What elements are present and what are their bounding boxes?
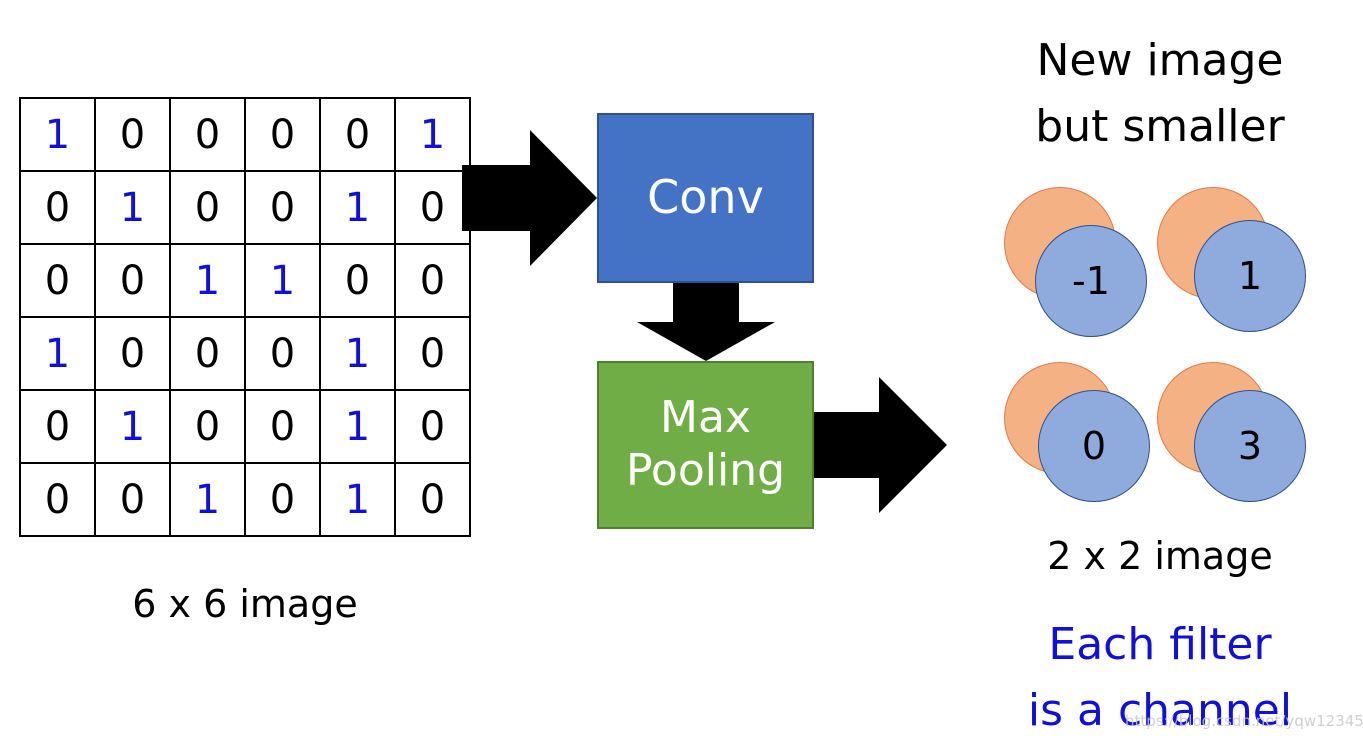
grid-cell: 1 [319, 462, 396, 537]
output-value-4: 3 [1237, 424, 1263, 468]
conv-box: Conv [597, 113, 814, 283]
grid-cell: 1 [169, 243, 246, 318]
channel-front-circle-1: -1 [1035, 225, 1147, 337]
conv-label: Conv [647, 170, 764, 225]
grid-cell: 0 [94, 316, 171, 391]
output-value-2: 1 [1237, 254, 1263, 298]
grid-cell: 0 [244, 462, 321, 537]
channel-front-circle-2: 1 [1194, 220, 1306, 332]
pooling-label-line1: Max [660, 392, 751, 444]
pooling-label-line2: Pooling [625, 445, 786, 496]
output-title-line1: New image [1036, 35, 1284, 86]
grid-cell: 1 [319, 316, 396, 391]
output-caption: 2 x 2 image [1047, 534, 1273, 578]
channel-front-circle-3: 0 [1038, 390, 1150, 502]
grid-cell: 0 [169, 170, 246, 245]
channel-note: Each filter is a channel [985, 612, 1335, 744]
grid-cell: 0 [244, 316, 321, 391]
grid-cell: 0 [244, 170, 321, 245]
output-title-line2: but smaller [1035, 101, 1285, 152]
grid-cell: 1 [394, 97, 471, 172]
grid-cell: 0 [94, 243, 171, 318]
arrow-to-output [811, 377, 947, 513]
channel-note-line1: Each filter [1048, 619, 1272, 670]
grid-cell: 0 [244, 389, 321, 464]
grid-cell: 0 [169, 97, 246, 172]
grid-cell: 0 [169, 389, 246, 464]
grid-cell: 0 [19, 462, 96, 537]
grid-cell: 0 [319, 97, 396, 172]
grid-cell: 0 [169, 316, 246, 391]
output-title: New image but smaller [1005, 28, 1315, 160]
arrow-to-conv [462, 130, 597, 266]
grid-cell: 1 [319, 389, 396, 464]
grid-cell: 1 [319, 170, 396, 245]
grid-cell: 0 [94, 462, 171, 537]
output-value-1: -1 [1072, 259, 1110, 303]
grid-cell: 1 [169, 462, 246, 537]
grid-cell: 1 [94, 170, 171, 245]
grid-cell: 1 [94, 389, 171, 464]
grid-cell: 0 [394, 389, 471, 464]
input-caption: 6 x 6 image [132, 582, 358, 626]
output-value-3: 0 [1081, 424, 1107, 468]
grid-cell: 0 [244, 97, 321, 172]
grid-cell: 1 [19, 97, 96, 172]
grid-cell: 1 [244, 243, 321, 318]
grid-cell: 0 [394, 243, 471, 318]
grid-cell: 0 [394, 170, 471, 245]
grid-cell: 1 [19, 316, 96, 391]
channel-note-line2: is a channel [1027, 685, 1293, 736]
grid-cell: 0 [319, 243, 396, 318]
channel-front-circle-4: 3 [1194, 390, 1306, 502]
grid-cell: 0 [19, 243, 96, 318]
grid-cell: 0 [94, 97, 171, 172]
arrow-conv-to-pool [637, 283, 775, 361]
grid-cell: 0 [19, 170, 96, 245]
grid-cell: 0 [394, 316, 471, 391]
watermark: https://blog.csdn.net/yqw123456 [1125, 712, 1363, 730]
max-pooling-box: Max Pooling [597, 361, 814, 529]
grid-cell: 0 [19, 389, 96, 464]
grid-cell: 0 [394, 462, 471, 537]
